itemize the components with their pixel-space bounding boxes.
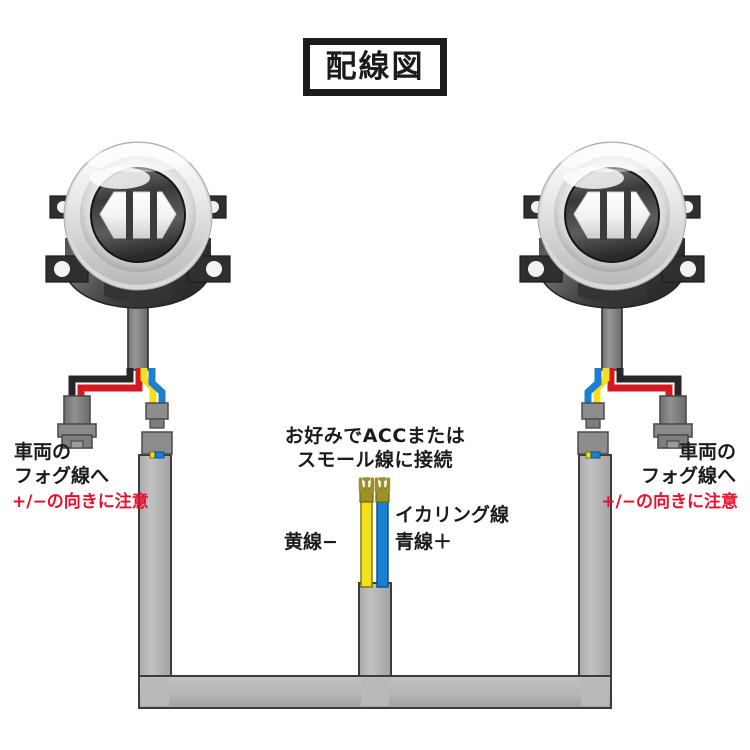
left-fog-note: 車両の フォグ線へ: [14, 440, 109, 489]
left-fog-connector: [57, 395, 97, 449]
fork-terminal-icon-yellow: [358, 477, 375, 493]
right-red-wire: [607, 368, 673, 400]
center-ring-wires: [358, 477, 391, 588]
left-lamp-stem: [127, 299, 149, 371]
left-fog-note-line1: 車両の: [14, 441, 72, 463]
left-polarity-warning: +/−の向きに注意: [12, 492, 149, 512]
fork-terminal-icon-blue: [374, 477, 391, 493]
harness-joint-center: [361, 678, 389, 706]
right-lamp-wiring: [577, 299, 693, 459]
right-fog-connector: [653, 395, 693, 449]
left-black-wire: [68, 368, 134, 398]
left-lamp-wiring: [57, 299, 173, 459]
fog-lamp-icon-left: [45, 141, 231, 309]
center-blue-wire: [376, 494, 389, 588]
left-blue-wire: [148, 368, 166, 405]
blue-wire-label: 青線＋: [395, 531, 453, 553]
right-blue-wire: [584, 368, 602, 405]
right-fog-note-line2: フォグ線へ: [640, 465, 736, 488]
right-fog-note: 車両の フォグ線へ: [641, 440, 736, 489]
harness-joint-right: [581, 678, 609, 706]
right-ring-connector-female: [577, 431, 609, 459]
harness-joint-left: [141, 678, 169, 706]
left-ring-connector-female: [141, 431, 173, 459]
title-box: 配線図: [303, 38, 447, 96]
left-fog-note-line2: フォグ線へ: [14, 465, 110, 488]
right-fog-note-line1: 車両の: [678, 441, 736, 463]
right-lamp-stem: [601, 299, 623, 371]
center-note-line1: お好みでACCまたは: [284, 425, 466, 447]
center-note-line2: スモール線に接続: [296, 449, 453, 472]
right-black-wire: [616, 368, 682, 398]
main-harness-bundle: [138, 454, 612, 709]
yellow-wire-label: 黄線−: [284, 531, 338, 553]
right-ring-connector-male: [581, 402, 605, 429]
fog-lamp-icon-right: [519, 141, 705, 309]
page-title: 配線図: [325, 48, 425, 85]
ring-wire-label: イカリング線: [395, 504, 510, 526]
left-red-wire: [77, 368, 143, 400]
left-ring-connector-male: [145, 402, 169, 429]
center-connection-note: お好みでACCまたは スモール線に接続: [0, 424, 750, 473]
right-polarity-warning: +/−の向きに注意: [601, 492, 738, 512]
center-yellow-wire: [360, 494, 373, 588]
